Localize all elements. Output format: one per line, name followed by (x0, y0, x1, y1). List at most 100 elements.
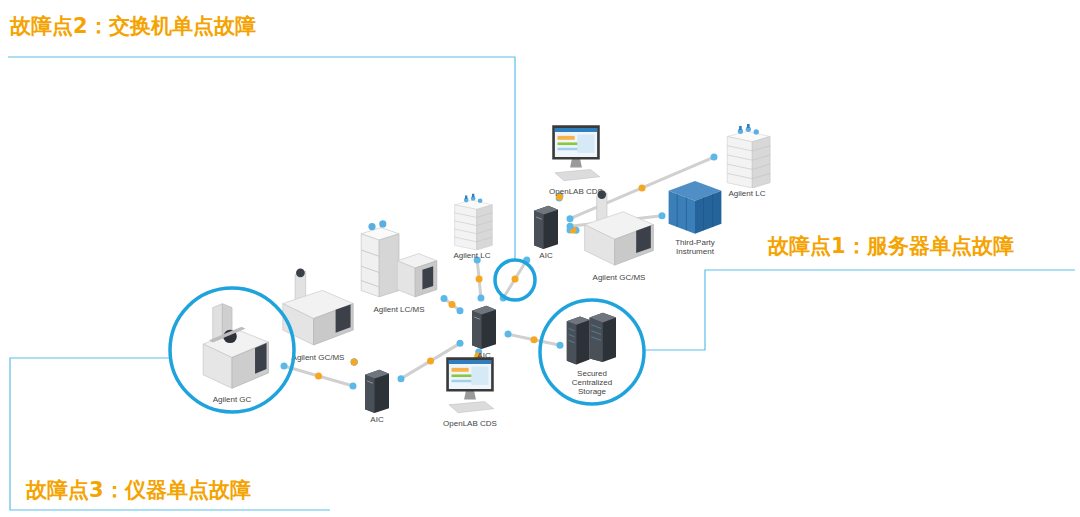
port-dot (281, 363, 288, 370)
device-label: Agilent GC/MS (292, 353, 345, 362)
illustration-part (590, 313, 616, 323)
port-dot (711, 154, 718, 161)
instrument-illustration (714, 88, 780, 188)
illustration-part (449, 402, 494, 413)
leader-line (10, 358, 330, 510)
port-dot (500, 295, 507, 302)
network-device: Agilent GC/MS (270, 264, 366, 362)
illustration-part (283, 304, 314, 345)
port-dot (531, 336, 538, 343)
illustration-part (449, 360, 491, 389)
illustration-part (472, 306, 496, 315)
device-label: Agilent LC/MS (373, 305, 424, 314)
port-dot (512, 276, 519, 283)
device-label: OpenLAB CDS (443, 419, 497, 428)
network-cable (508, 334, 560, 345)
illustration-part (669, 191, 695, 234)
port-dot (457, 340, 464, 347)
network-device: Secured Centralized Storage (560, 308, 624, 396)
network-device: Agilent LC (443, 154, 501, 260)
illustration-part (465, 195, 467, 198)
network-device: Agilent LC (714, 88, 780, 198)
port-dot (351, 359, 358, 366)
leader-line (645, 270, 1075, 350)
port-dot (351, 359, 358, 366)
network-cable (503, 260, 527, 298)
port-dot (315, 373, 322, 380)
illustration-part (314, 304, 354, 345)
device-label: Agilent GC (213, 395, 252, 404)
illustration-part (455, 237, 477, 250)
illustration-part (397, 261, 415, 297)
illustration-part (472, 306, 496, 349)
port-dot (449, 301, 456, 308)
fault-circle (170, 288, 294, 412)
illustration-part (255, 343, 267, 374)
port-dot (523, 257, 530, 264)
illustration-part (585, 225, 615, 265)
fault-circle (495, 260, 535, 300)
illustration-part (446, 357, 494, 391)
illustration-part (464, 390, 476, 399)
port-dot (567, 215, 574, 222)
leader-lines (8, 57, 1075, 510)
illustration-part (379, 234, 399, 297)
illustration-part (727, 173, 752, 188)
illustration-part (379, 220, 386, 227)
illustration-part (754, 129, 759, 134)
illustration-part (367, 380, 373, 383)
instrument-illustration (576, 182, 662, 272)
device-label: AIC (539, 251, 552, 260)
illustration-part (536, 216, 542, 219)
illustration-part (452, 368, 469, 372)
network-device: AIC (460, 298, 508, 360)
instrument-illustration (432, 352, 508, 418)
illustration-part (449, 360, 491, 364)
instrument-illustration (460, 298, 508, 350)
instrument-illustration (443, 154, 501, 250)
illustration-part (567, 316, 590, 324)
port-dot (351, 359, 358, 366)
port-dot (398, 375, 405, 382)
illustration-part (555, 128, 597, 132)
illustration-part (534, 211, 544, 249)
port-dot (441, 295, 448, 302)
network-device: Third-Party Instrument (662, 168, 728, 256)
leader-line (8, 57, 515, 260)
illustration-part (472, 311, 482, 349)
instrument-illustration (560, 308, 624, 368)
illustration-part (590, 318, 603, 362)
instrument-illustration (180, 298, 284, 394)
fault-circles (170, 260, 644, 412)
fault-circle (540, 300, 644, 404)
port-dot (476, 276, 483, 283)
port-dot (659, 212, 666, 219)
port-dot (557, 342, 564, 349)
instrument-illustration (662, 168, 728, 237)
illustration-part (636, 226, 651, 254)
illustration-part (615, 225, 654, 265)
port-dot (567, 223, 574, 230)
port-dot (505, 331, 512, 338)
illustration-part (361, 234, 379, 297)
illustration-part (365, 375, 375, 413)
illustration-part (422, 266, 433, 289)
illustration-part (567, 316, 590, 364)
device-label: AIC (370, 415, 383, 424)
illustration-part (598, 190, 607, 199)
illustration-part (203, 344, 232, 388)
illustration-part (477, 237, 493, 250)
illustration-part (569, 325, 601, 343)
device-label: Agilent LC (729, 189, 766, 198)
port-dot (477, 295, 484, 302)
illustration-part (415, 261, 437, 297)
illustration-part (471, 367, 488, 385)
illustration-part (555, 128, 597, 157)
illustration-part (534, 206, 558, 215)
illustration-part (336, 304, 351, 332)
network-cable (284, 366, 353, 386)
illustration-part (361, 250, 379, 287)
illustration-part (474, 316, 480, 319)
network-device: OpenLAB CDS (538, 120, 614, 196)
device-label: OpenLAB CDS (549, 187, 603, 196)
